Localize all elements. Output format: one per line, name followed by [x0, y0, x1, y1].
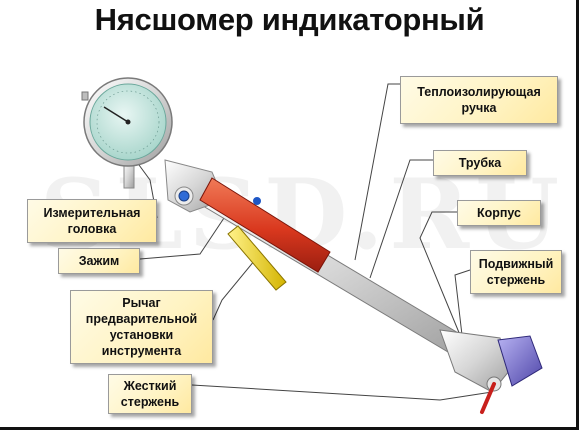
rigid-rod-shape	[480, 382, 496, 414]
leader-body	[419, 211, 461, 336]
movable-rod-cap	[497, 335, 543, 387]
blue-screw	[178, 190, 190, 202]
label-lever: Рычаг предварительной установки инструме…	[70, 290, 213, 364]
insulating-handle-shape	[199, 177, 331, 273]
label-handle: Теплоизолирующая ручка	[400, 76, 558, 124]
label-measuring-head: Измерительная головка	[27, 199, 157, 243]
dial-top-cap	[81, 91, 89, 101]
label-movable-rod: Подвижный стержень	[470, 250, 562, 294]
leader-tube	[369, 159, 433, 279]
body-head-shape	[439, 329, 543, 393]
leader-handle	[354, 83, 400, 261]
label-body: Корпус	[457, 200, 541, 226]
dial-needle	[103, 106, 129, 123]
label-clamp: Зажим	[58, 248, 140, 274]
leader-clamp	[139, 211, 229, 260]
dial-gauge	[83, 77, 173, 167]
label-tube: Трубка	[433, 150, 527, 176]
lever-shape	[227, 225, 287, 291]
leader-rigid-rod	[191, 384, 493, 401]
leader-lever	[212, 259, 256, 321]
diagram-title: Нясшомер индикаторный	[94, 2, 485, 37]
label-rigid-rod: Жесткий стержень	[108, 374, 192, 414]
handle-screw	[253, 197, 261, 205]
